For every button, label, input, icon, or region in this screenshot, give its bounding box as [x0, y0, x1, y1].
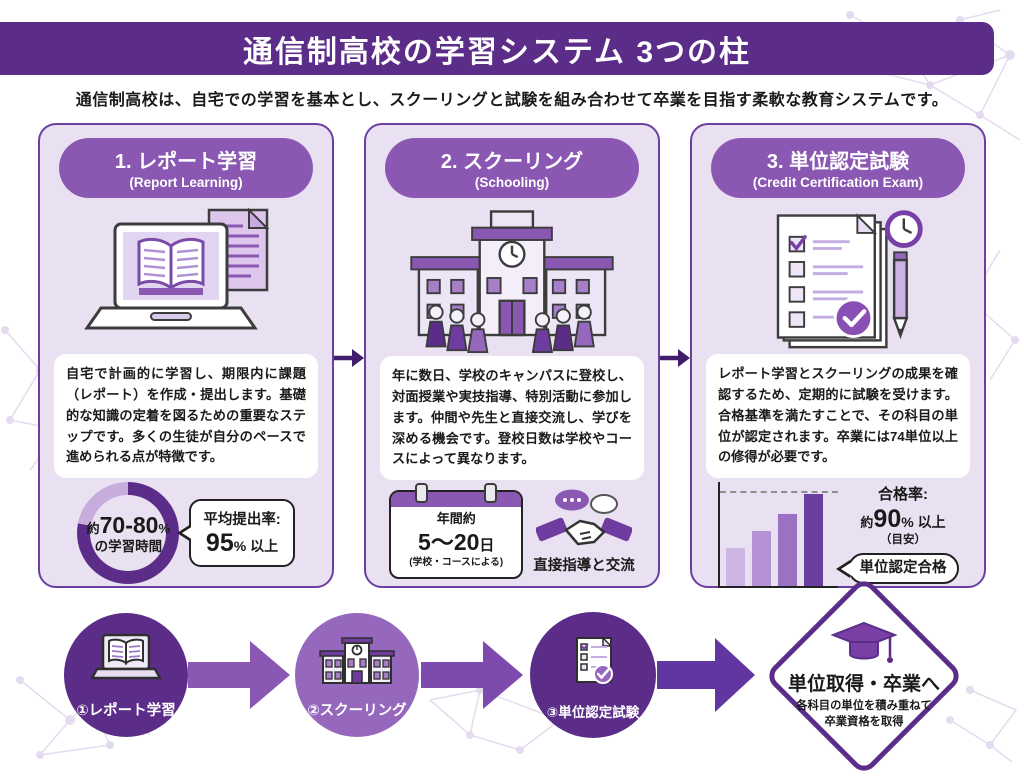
card-title: 3. 単位認定試験	[766, 151, 910, 173]
pillar-cards-row: 1. レポート学習 (Report Learning)	[38, 123, 986, 589]
graduation-goal-diamond: 単位取得・卒業へ 各科目の単位を積み重ねて 卒業資格を取得	[763, 575, 965, 776]
pass-rate-bar	[777, 514, 797, 587]
exam-illustration	[738, 202, 938, 352]
bubble-value: 95	[205, 529, 234, 558]
card-title: 1. レポート学習	[114, 151, 258, 173]
flow-step-schooling: ②スクーリング	[295, 613, 419, 737]
target-dashed-line	[719, 491, 838, 494]
flow-step-label: ③単位認定試験	[546, 705, 640, 720]
flow-step-label: ①レポート学習	[76, 703, 176, 719]
calendar-title: 年間約	[436, 511, 476, 527]
card-schooling-stats: 年間約 5〜20日 (学校・コースによる) 直接指導と交流	[366, 480, 658, 588]
card-subtitle: (Credit Certification Exam)	[752, 175, 924, 190]
rate-suffix: % 以上	[901, 514, 946, 531]
card-description: 自宅で計画的に学習し、期限内に課題（レポート）を作成・提出します。基礎的な知識の…	[54, 354, 318, 479]
flow-step-report: ①レポート学習	[64, 613, 188, 737]
exchange-label: 直接指導と交流	[533, 557, 635, 574]
rate-value: 90	[873, 505, 902, 534]
pass-rate-bar	[803, 494, 823, 587]
page-title: 通信制高校の学習システム 3つの柱	[242, 35, 752, 69]
card-subtitle: (Report Learning)	[129, 175, 243, 190]
credit-pass-bubble: 単位認定合格	[835, 553, 959, 585]
rate-note: （目安）	[880, 534, 926, 547]
donut-label: の学習時間	[94, 538, 163, 554]
card-exam-stats: 合格率: 約90% 以上 （目安） 単位認定合格	[692, 478, 984, 598]
bubble-suffix: % 以上	[233, 538, 279, 555]
school-illustration	[402, 202, 622, 354]
calendar-note: (学校・コースによる)	[409, 557, 504, 569]
arrow-right-icon	[660, 349, 690, 367]
exchange-block: 直接指導と交流	[533, 488, 635, 575]
card-description: 年に数日、学校のキャンパスに登校し、対面授業や実技指導、特別活動に参加します。仲…	[380, 356, 644, 481]
pass-rate-bar	[751, 531, 771, 587]
flow-arrow-icon	[421, 641, 523, 709]
exam-checklist-icon	[776, 210, 923, 349]
card-credit-exam: 3. 単位認定試験 (Credit Certification Exam)	[690, 123, 986, 589]
card-credit-exam-header: 3. 単位認定試験 (Credit Certification Exam)	[711, 138, 965, 198]
school-building-icon	[410, 210, 614, 354]
card-schooling-header: 2. スクーリング (Schooling)	[385, 138, 639, 198]
goal-title: 単位取得・卒業へ	[787, 674, 940, 696]
study-time-donut: 約70-80% の学習時間	[77, 482, 180, 585]
intro-text: 通信制高校は、自宅での学習を基本とし、スクーリングと試験を組み合わせて卒業を目指…	[75, 92, 949, 109]
goal-line2: 卒業資格を取得	[824, 716, 904, 728]
rate-prefix: 約	[860, 515, 874, 531]
donut-prefix: 約	[86, 521, 100, 537]
calendar-value: 5〜20	[418, 528, 480, 555]
pass-rate-bar	[725, 548, 745, 587]
card-subtitle: (Schooling)	[474, 175, 550, 190]
card-report-learning-header: 1. レポート学習 (Report Learning)	[59, 138, 313, 198]
card-report-stats: 約70-80% の学習時間 平均提出率: 95% 以上	[40, 478, 332, 594]
graduation-cap-icon	[831, 622, 897, 664]
card-report-learning: 1. レポート学習 (Report Learning)	[38, 123, 334, 588]
flow-step-exam: ③単位認定試験	[530, 612, 656, 738]
laptop-book-icon	[84, 207, 270, 330]
calendar-ring-icon	[415, 483, 429, 504]
calendar-ring-icon	[484, 483, 498, 504]
donut-unit: %	[158, 521, 171, 537]
calendar-unit: 日	[479, 536, 495, 554]
arrow-right-icon	[334, 349, 364, 367]
goal-line1: 各科目の単位を積み重ねて	[796, 700, 932, 713]
checklist-mini-icon	[576, 636, 613, 684]
card-schooling: 2. スクーリング (Schooling)	[364, 123, 660, 588]
flow-arrow-icon	[657, 638, 755, 712]
school-mini-icon	[319, 637, 395, 684]
header-banner: 通信制高校の学習システム 3つの柱	[0, 22, 994, 75]
schooling-days-calendar: 年間約 5〜20日 (学校・コースによる)	[389, 483, 524, 579]
pass-rate-bar-chart	[717, 482, 838, 589]
submission-rate-bubble: 平均提出率: 95% 以上	[177, 499, 295, 568]
rate-title: 合格率:	[878, 486, 928, 504]
flow-arrow-icon	[188, 641, 290, 709]
pass-rate-text: 合格率: 約90% 以上 （目安） 単位認定合格	[835, 486, 959, 585]
flow-step-label: ②スクーリング	[307, 703, 407, 719]
laptop-book-illustration	[81, 202, 291, 352]
card-title: 2. スクーリング	[440, 151, 584, 173]
calendar-header-band	[391, 492, 522, 508]
donut-value: 70-80	[99, 512, 159, 539]
bubble-title: 平均提出率:	[203, 512, 281, 529]
handshake-icon	[536, 489, 632, 546]
laptop-book-mini-icon	[91, 633, 161, 680]
card-description: レポート学習とスクーリングの成果を確認するため、定期的に試験を受けます。合格基準…	[706, 354, 970, 479]
